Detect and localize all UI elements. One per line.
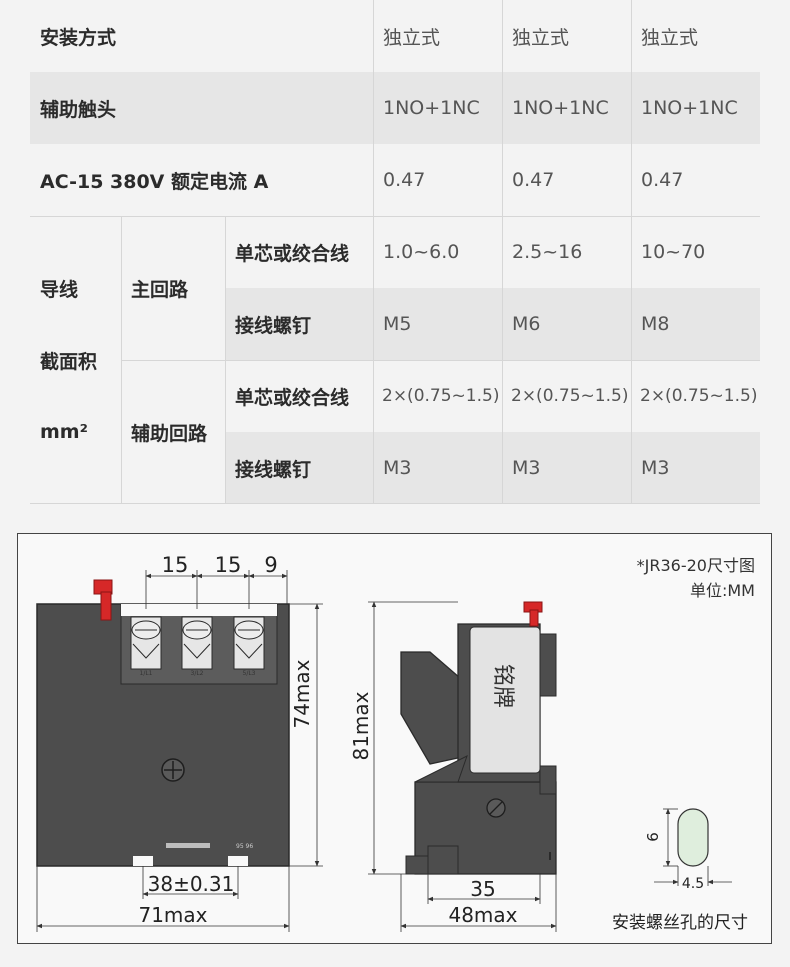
aux-circuit-label: 辅助回路 [131, 422, 208, 445]
grid-line [30, 503, 760, 504]
wire-group-label-line1: 导线 [40, 278, 79, 301]
drawing-title-note: *JR36-20尺寸图 [636, 556, 755, 575]
mounting-hole-detail: 6 4.5 安装螺丝孔的尺寸 [612, 808, 748, 933]
terminal-mark: 1/L1 [140, 670, 153, 677]
main-circuit-label: 主回路 [131, 278, 189, 301]
aux-contact-value: 1NO+1NC [641, 97, 738, 119]
row-shade-aux-screw [225, 432, 760, 504]
small-mark: 95 96 [236, 843, 253, 850]
main-screw-value: M8 [641, 313, 670, 335]
main-single-core-value: 1.0~6.0 [383, 241, 460, 263]
pitch-dim: 15 [162, 553, 189, 577]
install-mode-value: 独立式 [641, 26, 699, 49]
aux-screw-value: M3 [641, 457, 670, 479]
pitch-dim: 9 [264, 553, 277, 577]
drawing-unit-note: 单位:MM [689, 581, 755, 600]
spec-table: 安装方式 独立式 独立式 独立式 辅助触头 1NO+1NC 1NO+1NC 1N… [30, 0, 760, 504]
row-shade-main-screw [225, 288, 760, 360]
side-depth-dim: 48max [448, 903, 517, 927]
grid-line [502, 0, 503, 504]
terminal: 3/L2 [181, 616, 213, 677]
aux-contact-value: 1NO+1NC [512, 97, 609, 119]
grid-line [121, 360, 760, 361]
side-depth-inner-dim: 35 [470, 877, 495, 901]
main-screw-value: M5 [383, 313, 412, 335]
grid-line [373, 0, 374, 504]
terminal-mark: 3/L2 [191, 670, 204, 677]
rated-current-value: 0.47 [512, 169, 555, 191]
rated-current-value: 0.47 [641, 169, 684, 191]
wire-group-label-line3: mm² [40, 421, 88, 443]
nameplate-text: 铭牌 [490, 664, 515, 708]
aux-screw-value: M3 [512, 457, 541, 479]
aux-contact-label: 辅助触头 [40, 98, 117, 121]
front-width-dim: 71max [138, 903, 207, 927]
aux-single-core-value: 2×(0.75~1.5) [382, 386, 500, 406]
main-screw-value: M6 [512, 313, 541, 335]
main-single-core-value: 10~70 [641, 241, 706, 263]
install-mode-value: 独立式 [383, 26, 441, 49]
pitch-dim: 15 [215, 553, 242, 577]
front-height-dim: 74max [290, 659, 314, 728]
dimension-drawing: 1/L1 3/L2 5/L3 95 96 [36, 553, 748, 933]
wire-group-label-line2: 截面积 [40, 350, 98, 373]
side-view: 铭牌 81max 35 48max [349, 601, 557, 932]
main-single-core-label: 单芯或绞合线 [235, 242, 350, 265]
install-mode-value: 独立式 [512, 26, 570, 49]
front-view: 1/L1 3/L2 5/L3 95 96 [36, 553, 323, 932]
terminal: 1/L1 [130, 616, 162, 677]
rated-current-label: AC-15 380V 额定电流 A [40, 170, 269, 193]
hole-caption: 安装螺丝孔的尺寸 [612, 913, 748, 933]
install-mode-label: 安装方式 [40, 26, 117, 49]
rated-current-value: 0.47 [383, 169, 426, 191]
grid-line [631, 0, 632, 504]
aux-single-core-value: 2×(0.75~1.5) [511, 386, 629, 406]
aux-contact-value: 1NO+1NC [383, 97, 480, 119]
terminal: 5/L3 [233, 616, 265, 677]
side-height-dim: 81max [349, 691, 373, 760]
terminal-mark: 5/L3 [243, 670, 256, 677]
grid-line [30, 216, 760, 217]
aux-screw-value: M3 [383, 457, 412, 479]
hole-width-dim: 4.5 [682, 876, 704, 892]
main-single-core-value: 2.5~16 [512, 241, 583, 263]
mounting-hole-shape [677, 808, 709, 867]
aux-screw-label: 接线螺钉 [235, 458, 312, 481]
dimension-drawing-panel: *JR36-20尺寸图 单位:MM [17, 533, 772, 944]
main-screw-label: 接线螺钉 [235, 314, 312, 337]
aux-single-core-label: 单芯或绞合线 [235, 386, 350, 409]
aux-single-core-value: 2×(0.75~1.5) [640, 386, 758, 406]
hole-spacing-dim: 38±0.31 [148, 872, 235, 896]
row-shade-aux-contact [30, 72, 760, 144]
hole-height-dim: 6 [644, 832, 662, 842]
